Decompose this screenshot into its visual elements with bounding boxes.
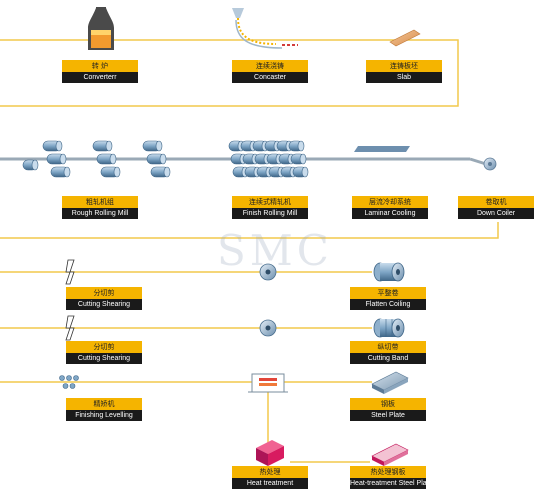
slab-icon bbox=[389, 29, 421, 47]
label-cn: 连铸板坯 bbox=[366, 60, 442, 72]
heat-block-icon bbox=[256, 440, 284, 466]
label-cn: 钢板 bbox=[350, 398, 426, 410]
label-en: Laminar Cooling bbox=[352, 208, 428, 219]
band-coil-icon bbox=[373, 318, 405, 338]
label-en: Down Coiler bbox=[458, 208, 534, 219]
rough-rolling-icon bbox=[22, 140, 171, 178]
label-en: Flatten Coiling bbox=[350, 299, 426, 310]
flow-line-top bbox=[0, 39, 459, 107]
label-cn: 热处理钢板 bbox=[350, 466, 426, 478]
label-cn: 纵切带 bbox=[350, 341, 426, 353]
label-en: Concaster bbox=[232, 72, 308, 83]
shear-icon bbox=[65, 315, 75, 341]
label-en: Converterr bbox=[62, 72, 138, 83]
label-en: Steel Plate bbox=[350, 410, 426, 421]
leveller-icon bbox=[59, 375, 79, 389]
heat-plate-icon bbox=[371, 443, 409, 466]
label-cn: 连续浇铸 bbox=[232, 60, 308, 72]
flow-lines bbox=[0, 39, 499, 463]
roller-icon bbox=[259, 263, 277, 281]
label-en: Cutting Shearing bbox=[66, 353, 142, 364]
label-cn: 卷取机 bbox=[458, 196, 534, 208]
label-cn: 分切剪 bbox=[66, 287, 142, 299]
flow-line-coiler bbox=[0, 222, 499, 239]
finish-rolling-icon bbox=[228, 140, 309, 178]
label-en: Heat treatment bbox=[232, 478, 308, 489]
label-en: Cutting Shearing bbox=[66, 299, 142, 310]
label-en: Finishing Levelling bbox=[66, 410, 142, 421]
roller-icon bbox=[259, 319, 277, 337]
label-cn: 连续式精轧机 bbox=[232, 196, 308, 208]
label-cn: 分切剪 bbox=[66, 341, 142, 353]
coil-icon bbox=[373, 262, 405, 282]
steel-plate-icon bbox=[371, 371, 409, 394]
label-en: Slab bbox=[366, 72, 442, 83]
watermark-text: SMC bbox=[217, 226, 333, 275]
label-cn: 粗轧机组 bbox=[62, 196, 138, 208]
label-en: Heat-treatment Steel Plate bbox=[350, 478, 433, 489]
label-cn: 热处理 bbox=[232, 466, 308, 478]
label-cn: 层流冷却系统 bbox=[352, 196, 428, 208]
coiler-icon bbox=[483, 157, 497, 171]
furnace-icon bbox=[248, 373, 288, 393]
concaster-icon bbox=[232, 8, 298, 49]
cooling-bar-icon bbox=[354, 146, 410, 152]
label-cn: 转 炉 bbox=[62, 60, 138, 72]
label-en: Cutting Band bbox=[350, 353, 426, 364]
label-en: Finish Rolling Mill bbox=[232, 208, 308, 219]
label-cn: 平整卷 bbox=[350, 287, 426, 299]
label-cn: 精矫机 bbox=[66, 398, 142, 410]
shear-icon bbox=[65, 259, 75, 285]
ladle-icon bbox=[88, 7, 114, 50]
label-en: Rough Rolling Mill bbox=[62, 208, 138, 219]
